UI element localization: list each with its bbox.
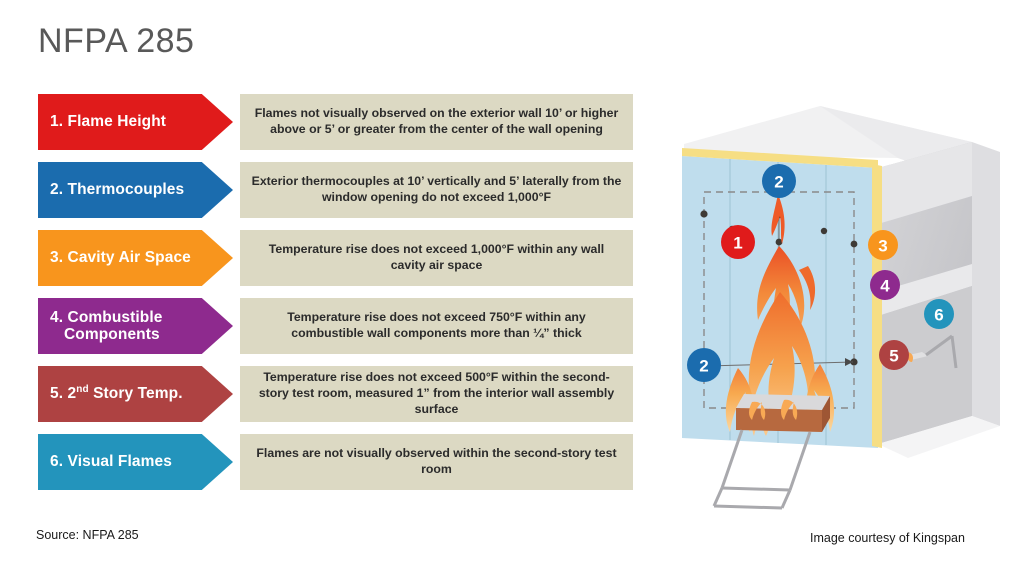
badge-2-top[interactable]: 2 [762,164,796,198]
burner-flame [781,399,798,420]
criteria-row: 6. Visual Flames Flames are not visually… [0,434,660,490]
criteria-label-5: 5. 2nd Story Temp. [50,384,183,403]
pan-handle [925,334,953,357]
criteria-label-5-prefix: 5. 2 [50,385,77,403]
criteria-label-4-line2: Components [64,326,160,343]
badge-4[interactable]: 4 [870,270,900,300]
criteria-arrow-1[interactable]: 1. Flame Height [38,94,233,150]
criteria-list: 1. Flame Height Flames not visually obse… [0,94,660,502]
test-apparatus-illustration: 1 2 3 4 5 6 2 [660,96,1020,526]
criteria-label-1: 1. Flame Height [50,113,167,131]
criteria-description-5: Temperature rise does not exceed 500°F w… [240,366,633,422]
criteria-label-5-superscript: nd [76,384,89,396]
badge-5-label: 5 [889,347,898,366]
badge-1[interactable]: 1 [721,225,755,259]
building-box [684,106,1000,458]
criteria-label-2: 2. Thermocouples [50,181,185,199]
criteria-description-3: Temperature rise does not exceed 1,000°F… [240,230,633,286]
criteria-description-4: Temperature rise does not exceed 750°F w… [240,298,633,354]
flame-tip [771,194,785,244]
criteria-badges: 1 2 3 4 5 6 2 [687,164,954,382]
source-note: Source: NFPA 285 [36,528,139,542]
wall-right-edge [872,164,882,448]
badge-6[interactable]: 6 [924,299,954,329]
criteria-row: 2. Thermocouples Exterior thermocouples … [0,162,660,218]
criteria-row: 5. 2nd Story Temp. Temperature rise does… [0,366,660,422]
criteria-arrow-6[interactable]: 6. Visual Flames [38,434,233,490]
criteria-arrow-2[interactable]: 2. Thermocouples [38,162,233,218]
box-top-face [684,106,972,180]
burner-flame [749,401,766,420]
box-outer-right-wall [972,142,1000,426]
wall-top-edge [682,148,878,168]
criteria-arrow-5[interactable]: 5. 2nd Story Temp. [38,366,233,422]
burner-side [822,396,830,432]
burner-top [736,394,830,410]
badge-5[interactable]: 5 [879,340,909,370]
badge-2-lower-label: 2 [699,357,708,376]
badge-4-circle [870,270,900,300]
badge-2-label: 2 [774,173,783,192]
criteria-label-5-suffix: Story Temp. [88,385,183,403]
second-story-floor [878,264,972,316]
criteria-label-4: 4. Combustible Components [50,309,163,344]
page-title: NFPA 285 [38,22,195,60]
badge-3[interactable]: 3 [868,230,898,260]
burner-stand [712,429,812,510]
criteria-row: 4. Combustible Components Temperature ri… [0,298,660,354]
criteria-description-1: Flames not visually observed on the exte… [240,94,633,150]
criteria-row: 1. Flame Height Flames not visually obse… [0,94,660,150]
interior-ceiling [878,142,972,224]
arrow-head-right [845,358,853,366]
flame-wisp-right [799,266,816,310]
criteria-arrow-3[interactable]: 3. Cavity Air Space [38,230,233,286]
image-courtesy-note: Image courtesy of Kingspan [810,531,965,545]
badge-3-label: 3 [878,237,887,256]
pan-handle-post [950,335,958,369]
criteria-description-6: Flames are not visually observed within … [240,434,633,490]
badge-2-circle [762,164,796,198]
badge-1-circle [721,225,755,259]
criteria-label-6: 6. Visual Flames [50,453,172,471]
interior-floor [878,416,1000,458]
burner-assembly [712,394,830,510]
badge-2-lower-circle [687,348,721,382]
flame-core-main [748,292,816,430]
badge-6-circle [924,299,954,329]
test-apparatus-svg: 1 2 3 4 5 6 2 [682,106,1000,510]
criteria-label-3: 3. Cavity Air Space [50,249,191,267]
badge-1-label: 1 [733,234,742,253]
badge-3-circle [868,230,898,260]
criteria-label-4-line1: 4. Combustible [50,308,163,326]
box-top-back [820,106,972,266]
badge-5-circle [879,340,909,370]
criteria-description-2: Exterior thermocouples at 10’ vertically… [240,162,633,218]
badge-4-label: 4 [880,277,890,296]
criteria-arrow-4[interactable]: 4. Combustible Components [38,298,233,354]
burner-face [736,408,822,432]
badge-6-label: 6 [934,306,943,325]
badge-2-lower[interactable]: 2 [687,348,721,382]
criteria-row: 3. Cavity Air Space Temperature rise doe… [0,230,660,286]
